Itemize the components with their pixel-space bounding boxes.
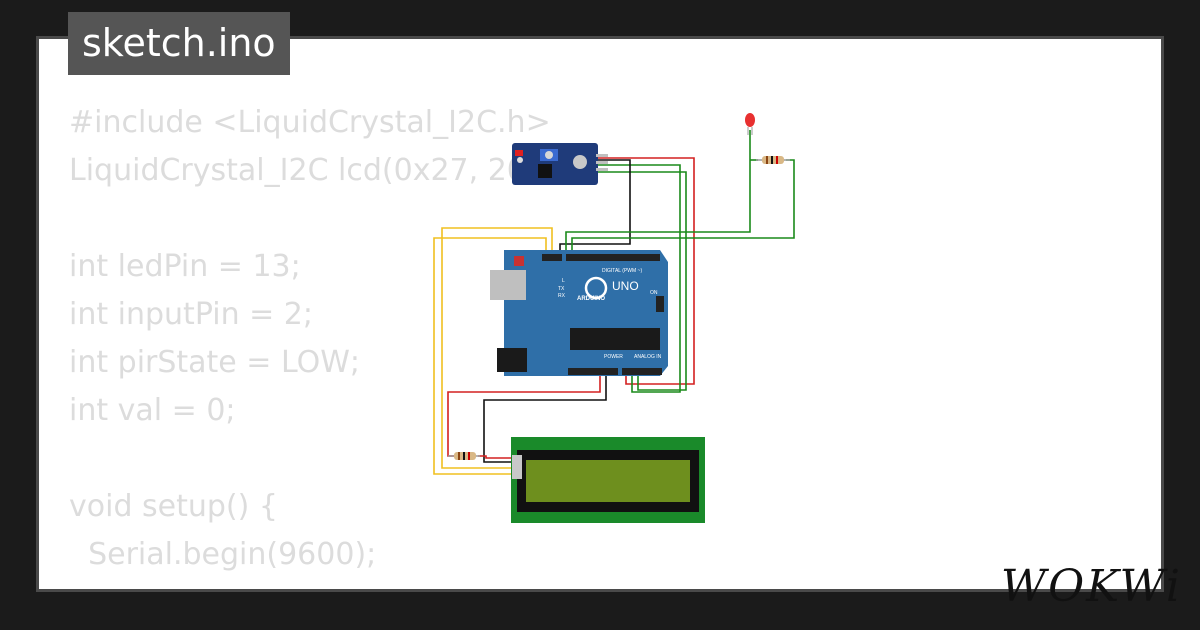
code-line: int ledPin = 13; (69, 249, 301, 284)
code-line: int val = 0; (69, 393, 236, 428)
code-line: void setup() { (69, 489, 278, 524)
svg-text:ARDUINO: ARDUINO (577, 296, 605, 302)
digital-header (566, 254, 660, 261)
power-jack (497, 348, 527, 372)
resistor-led (756, 156, 790, 164)
wire-green-led (565, 130, 751, 256)
svg-text:POWER: POWER (604, 354, 623, 360)
atmega-chip (570, 328, 660, 350)
usb-port (490, 270, 526, 300)
code-line: int pirState = LOW; (69, 345, 361, 380)
code-line: pinMode(ledPin, OUTPUT); (69, 579, 586, 589)
sensor-module[interactable] (512, 143, 608, 185)
svg-text:DIGITAL (PWM ~): DIGITAL (PWM ~) (602, 268, 642, 274)
svg-text:RX: RX (558, 293, 566, 299)
reset-button (514, 256, 524, 266)
wire-yellow-1 (441, 227, 553, 469)
wire-red-lcd-2 (478, 455, 512, 459)
arduino-uno-board[interactable]: UNO ARDUINO DIGITAL (PWM ~) POWER ANALOG… (490, 250, 668, 376)
svg-text:L: L (562, 278, 565, 284)
code-background: #include <LiquidCrystal_I2C.h>LiquidCrys… (69, 99, 586, 589)
file-tab[interactable]: sketch.ino (68, 12, 290, 75)
resistor-lcd (448, 452, 480, 460)
code-line: #include <LiquidCrystal_I2C.h> (69, 105, 551, 140)
power-header (568, 368, 618, 375)
wire-green-resistor (571, 159, 795, 256)
lcd-display[interactable] (511, 437, 705, 523)
svg-text:TX: TX (558, 286, 565, 292)
wire-yellow-2 (433, 237, 547, 475)
wire-black-sensor (559, 159, 631, 256)
led-red[interactable] (745, 113, 755, 135)
wire-green-sensor-2 (595, 171, 687, 391)
wokwi-logo: WOKWi (1000, 561, 1182, 612)
svg-text:UNO: UNO (612, 279, 639, 293)
wire-green-sensor (595, 164, 681, 393)
wire-black-lcd (483, 370, 607, 463)
svg-text:ON: ON (650, 290, 658, 296)
wire-red-sensor (595, 157, 695, 385)
code-line: int inputPin = 2; (69, 297, 313, 332)
code-line: Serial.begin(9600); (69, 537, 377, 572)
svg-text:ANALOG IN: ANALOG IN (634, 354, 662, 360)
arduino-logo-icon (584, 276, 608, 300)
analog-header (622, 368, 662, 375)
